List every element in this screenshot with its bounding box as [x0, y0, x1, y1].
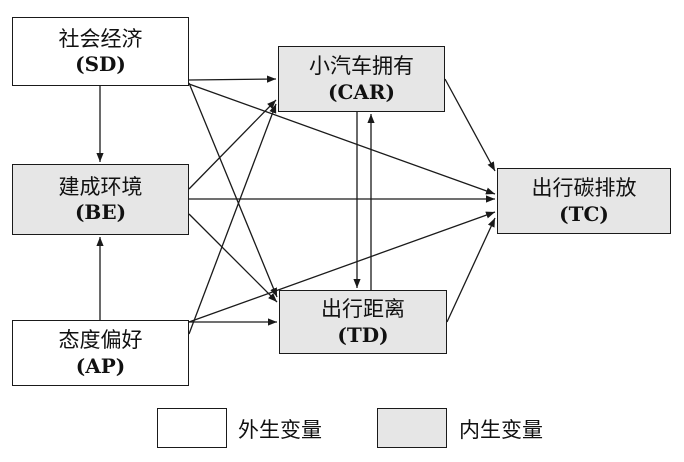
node-travel-carbon-emission: 出行碳排放 (TC) — [497, 168, 671, 234]
edge-sd-to-car — [188, 75, 277, 83]
legend-exogenous-label: 外生变量 — [238, 418, 322, 442]
edge-ap-to-car — [188, 103, 277, 335]
node-travel-distance: 出行距离 (TD) — [279, 290, 447, 354]
edge-sd-to-tc — [188, 83, 496, 195]
node-built-environment-abbr: (BE) — [74, 200, 127, 225]
edge-ap-to-tc — [188, 211, 496, 323]
edge-be-to-car — [188, 99, 277, 190]
legend-exogenous-swatch — [157, 408, 227, 448]
node-socioeconomic-label: 社会经济 — [58, 26, 143, 51]
legend-endogenous-label: 内生变量 — [459, 418, 543, 442]
edge-sd-to-td — [188, 82, 278, 298]
node-travel-carbon-emission-abbr: (TC) — [559, 201, 609, 226]
edge-car-to-tc — [444, 78, 496, 172]
node-attitude-preference: 态度偏好 (AP) — [12, 320, 189, 386]
node-car-ownership-label: 小汽车拥有 — [309, 54, 414, 79]
node-travel-carbon-emission-label: 出行碳排放 — [531, 176, 637, 201]
node-built-environment: 建成环境 (BE) — [12, 164, 189, 235]
node-car-ownership: 小汽车拥有 (CAR) — [278, 46, 445, 112]
node-travel-distance-label: 出行距离 — [321, 297, 405, 322]
node-socioeconomic: 社会经济 (SD) — [12, 17, 189, 86]
node-attitude-preference-abbr: (AP) — [75, 353, 126, 378]
node-built-environment-label: 建成环境 — [58, 174, 143, 199]
node-socioeconomic-abbr: (SD) — [75, 52, 126, 77]
legend-endogenous-swatch — [377, 408, 447, 448]
edge-td-to-tc — [446, 217, 496, 323]
node-travel-distance-abbr: (TD) — [337, 322, 389, 347]
node-car-ownership-abbr: (CAR) — [328, 79, 395, 104]
node-attitude-preference-label: 态度偏好 — [58, 328, 143, 353]
edge-be-to-td — [188, 213, 278, 303]
